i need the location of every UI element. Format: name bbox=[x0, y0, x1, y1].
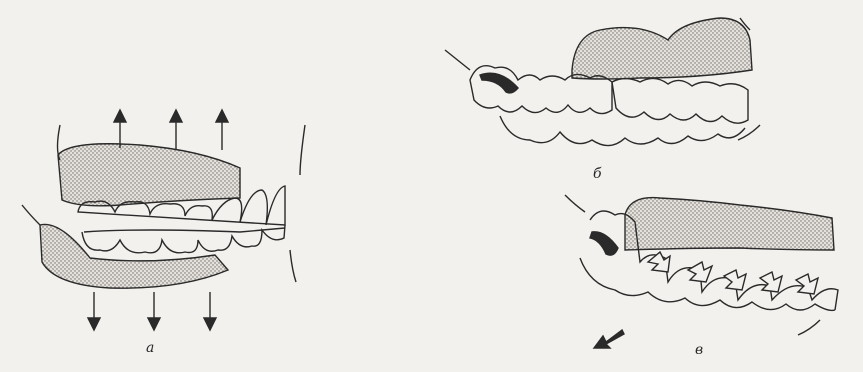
panel-b-drawing bbox=[445, 18, 760, 146]
panel-b-label: б bbox=[593, 166, 602, 182]
panel-b-instrument bbox=[480, 73, 518, 93]
panel-b-gum bbox=[572, 18, 752, 79]
panel-a-label: а bbox=[146, 340, 154, 356]
panel-a-lower-teeth bbox=[82, 225, 285, 253]
panel-b-lower-teeth bbox=[500, 116, 745, 146]
panel-c-drawing bbox=[565, 195, 838, 348]
panel-c-label: в bbox=[695, 342, 703, 358]
panel-c-gum bbox=[625, 198, 834, 250]
panel-a-lower-gum bbox=[40, 224, 228, 288]
panel-c-pressure-arrows bbox=[648, 252, 818, 294]
panel-a-drawing bbox=[22, 110, 305, 330]
panel-a-upper-gum bbox=[58, 144, 240, 206]
panel-c-direction-arrow bbox=[594, 330, 624, 348]
panel-c-instrument bbox=[590, 232, 618, 255]
